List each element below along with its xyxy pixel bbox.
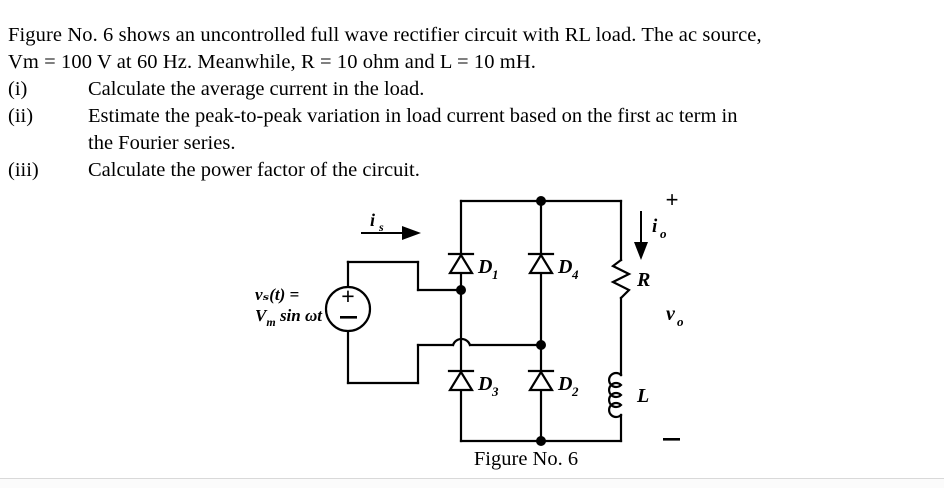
diode-d2-label-sub: 2 [571,384,579,399]
diode-d3-label-sub: 3 [491,384,499,399]
resistor-symbol [610,258,632,300]
junction-dots [456,196,546,446]
diode-d2-triangle [528,369,554,392]
list-item-marker: (i) [8,78,28,100]
problem-intro-line-1: Figure No. 6 shows an uncontrolled full … [8,24,762,46]
inductor-label: L [636,385,649,407]
circuit-figure: + i s i o D 1 D 4 D 3 D 2 R L [0,190,944,488]
list-item-text: Calculate the power factor of the circui… [88,159,420,181]
source-expression-line-1: vₛ(t) = [255,285,299,304]
diode-d3-label: D [477,373,492,395]
source-minus-sign [340,316,357,319]
rectifier-circuit-diagram: + i s i o D 1 D 4 D 3 D 2 R L [255,190,684,446]
resistor-label: R [636,269,650,291]
diode-d1-label-sub: 1 [492,267,499,282]
output-voltage-label: v [666,303,676,325]
diode-d4-label: D [557,256,572,278]
source-plus-sign: + [341,283,354,309]
output-current-label: i [652,216,658,237]
diode-d2-label: D [557,373,572,395]
node-ac-positive [456,285,466,295]
list-item: (ii) Estimate the peak-to-peak variation… [8,103,936,130]
page-footer-strip [0,479,944,488]
diode-d1-triangle [448,252,474,275]
output-voltage-label-sub: o [677,314,684,329]
node-ac-negative [536,340,546,350]
list-item-text: Calculate the average current in the loa… [88,78,425,100]
figure-caption: Figure No. 6 [0,448,944,471]
figure-caption-text: Figure No. 6 [473,448,579,470]
inductor-symbol [608,371,623,419]
problem-statement: Figure No. 6 shows an uncontrolled full … [8,22,936,184]
source-expression-rest: sin ωt [276,306,324,325]
node-top-right [536,196,546,206]
list-item-text: Estimate the peak-to-peak variation in l… [88,105,738,127]
output-current-label-sub: o [660,226,667,241]
source-expression-m: m [266,315,275,329]
node-bottom-right [536,436,546,446]
diode-d4-triangle [528,252,554,275]
diode-d3-triangle [448,369,474,392]
problem-intro-line-2: Vm = 100 V at 60 Hz. Meanwhile, R = 10 o… [8,51,536,73]
source-current-arrowhead [402,226,421,240]
output-current-arrowhead [634,242,648,260]
output-terminal-plus: + [666,190,679,212]
problem-sub-questions: (i) Calculate the average current in the… [8,76,936,184]
output-terminal-minus [663,438,680,441]
list-item: (i) Calculate the average current in the… [8,76,936,103]
list-item: (iii) Calculate the power factor of the … [8,157,936,184]
diode-d4-label-sub: 4 [571,267,579,282]
source-expression-line-2: Vm sin ωt [255,306,323,329]
source-current-label-sub: s [378,220,384,234]
diode-d1-label: D [477,256,492,278]
list-item-marker: (iii) [8,159,39,181]
source-current-label: i [370,210,375,230]
page-divider [0,478,944,479]
list-item-continuation: the Fourier series. [88,132,236,154]
list-item-marker: (ii) [8,105,34,127]
ac-source-symbol [324,285,372,333]
source-expression-v: V [255,306,268,325]
